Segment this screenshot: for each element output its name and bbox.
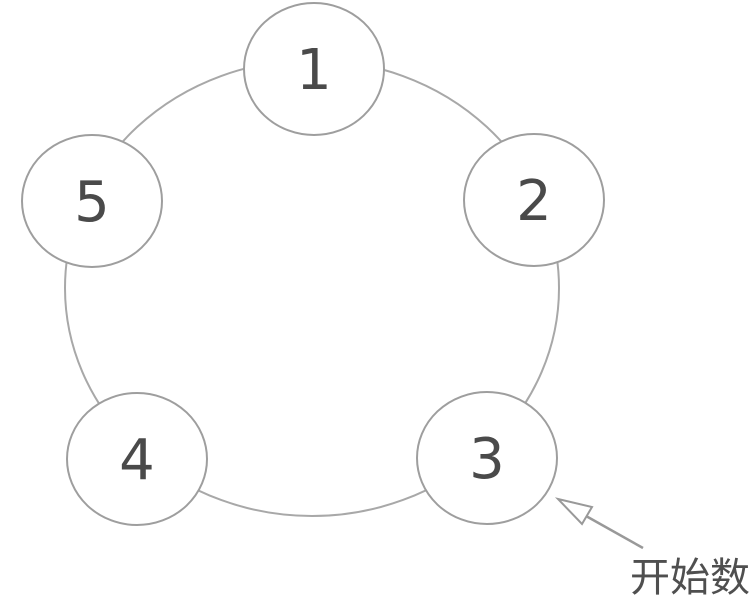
node-1-label: 1 xyxy=(296,38,332,103)
node-1-circle xyxy=(243,2,385,136)
node-4-label: 4 xyxy=(119,428,155,493)
node-3-circle xyxy=(416,391,558,525)
node-5-circle xyxy=(21,134,163,268)
node-4-circle xyxy=(66,392,208,526)
node-4: 4 xyxy=(66,392,208,526)
node-1: 1 xyxy=(243,2,385,136)
start-arrow xyxy=(554,497,644,550)
start-arrow-head-icon xyxy=(554,497,594,526)
node-2-circle xyxy=(463,133,605,267)
start-arrow-shaft xyxy=(585,514,644,550)
node-3: 3 xyxy=(416,391,558,525)
node-3-label: 3 xyxy=(469,427,505,492)
node-2-label: 2 xyxy=(516,169,552,234)
node-5-label: 5 xyxy=(74,170,110,235)
node-5: 5 xyxy=(21,134,163,268)
node-2: 2 xyxy=(463,133,605,267)
start-label: 开始数 xyxy=(630,555,750,601)
